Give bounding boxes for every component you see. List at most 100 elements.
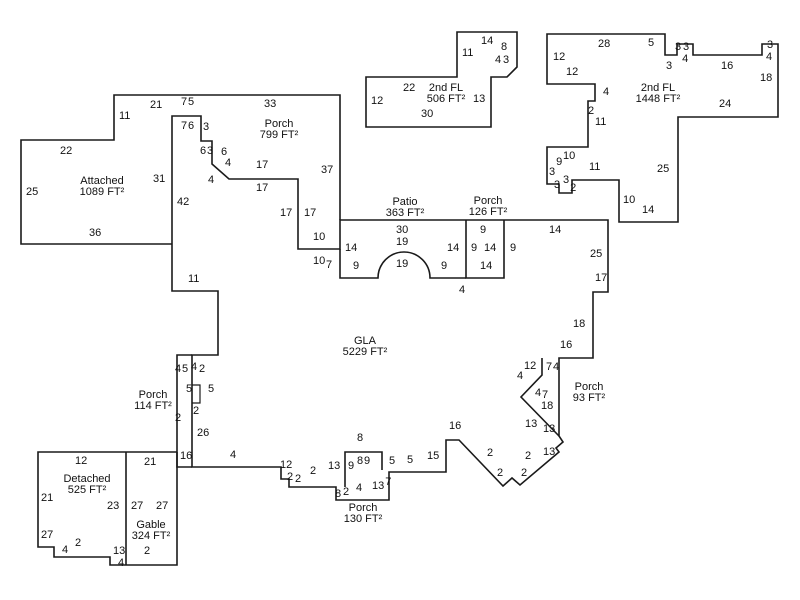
dimension-label: 11 [595, 116, 607, 128]
dimension-label: 7 [542, 389, 549, 401]
dimension-label: 9 [348, 460, 355, 472]
dimension-label: 4 [459, 284, 466, 296]
dimension-label: 4 [495, 54, 502, 66]
porch-130-outline [344, 451, 383, 487]
detached-outline [37, 451, 178, 566]
dimension-label: 18 [541, 400, 554, 412]
dimension-label: 5 [208, 383, 215, 395]
dimension-label: 27 [41, 529, 54, 541]
dimension-label: 24 [719, 98, 732, 110]
dimension-label: 26 [197, 427, 210, 439]
dimension-label: 21 [150, 99, 163, 111]
dimension-label: 17 [595, 272, 608, 284]
dimension-label: 2 [588, 105, 595, 117]
dimension-label: 18 [760, 72, 773, 84]
dimension-label: 17 [256, 159, 269, 171]
dimension-label: 27 [156, 500, 169, 512]
porch-126-outline [465, 220, 505, 279]
dimension-label: 9 [480, 224, 487, 236]
dimension-label: 15 [427, 450, 440, 462]
attached-outline [20, 94, 201, 245]
dimension-label: 18 [573, 318, 586, 330]
dimension-label: 14 [642, 204, 655, 216]
dimension-label: 30 [421, 108, 434, 120]
dimension-label: 16 [721, 60, 734, 72]
dimension-label: 17 [304, 207, 317, 219]
dimension-label: 14 [480, 260, 493, 272]
dimension-label: 22 [403, 82, 416, 94]
dimension-label: 2 [144, 545, 151, 557]
dimension-label: 14 [447, 242, 460, 254]
dimension-label: 7 [181, 96, 188, 108]
dimension-label: 3 [767, 39, 774, 51]
dimension-label: 7 [181, 120, 188, 132]
dimension-label: 13 [525, 418, 538, 430]
dimension-label: 16 [560, 339, 573, 351]
dimension-label: 27 [131, 500, 144, 512]
dimension-label: 3 [554, 179, 561, 191]
dimension-label: 22 [60, 145, 73, 157]
dimension-label: 2 [295, 473, 302, 485]
gla-outline [171, 115, 609, 501]
dimension-label: 12 [566, 66, 579, 78]
dimension-label: 13 [543, 446, 556, 458]
dimension-label: 9 [441, 260, 448, 272]
dimension-label: 3 [563, 174, 570, 186]
dimension-label: 12 [75, 455, 88, 467]
dimension-label: 4 [191, 361, 198, 373]
dimension-label: 4 [62, 544, 69, 556]
dimension-label: 14 [481, 35, 494, 47]
dimension-label: 5 [407, 454, 414, 466]
patio-outline [339, 249, 466, 279]
dimension-label: 2 [521, 467, 528, 479]
dimension-label: 25 [657, 163, 670, 175]
dimension-label: 8 [335, 488, 342, 500]
dimension-label: 7 [546, 361, 553, 373]
dimension-label: 25 [26, 186, 39, 198]
dimension-label: 14 [549, 224, 562, 236]
dimension-label: 2 [343, 486, 350, 498]
dimension-label: 42 [177, 196, 190, 208]
dimension-label: 2 [75, 537, 82, 549]
dimension-label: 4 [356, 482, 363, 494]
dimension-label: 10 [563, 150, 576, 162]
dimension-label: 25 [590, 248, 603, 260]
dimension-label: 2 [287, 471, 294, 483]
dimension-label: 11 [188, 273, 200, 285]
dimension-label: 11 [589, 161, 601, 173]
dimension-label: 30 [396, 224, 409, 236]
dimension-label: 2 [487, 447, 494, 459]
dimension-label: 9 [471, 242, 478, 254]
dimension-label: 2 [525, 450, 532, 462]
dimension-label: 4 [225, 157, 232, 169]
dimension-label: 12 [371, 95, 384, 107]
dimension-label: 4 [553, 361, 560, 373]
dimension-label: 21 [41, 492, 54, 504]
dimension-label: 8 [501, 41, 508, 53]
dimension-label: 17 [256, 182, 269, 194]
dimension-label: 6 [188, 120, 195, 132]
porch-799-outline [201, 94, 341, 220]
dimension-label: 19 [396, 236, 409, 248]
dimension-label: 2 [199, 363, 206, 375]
dimension-label: 13 [113, 545, 126, 557]
dimension-label: 12 [553, 51, 566, 63]
dimension-label: 4 [682, 53, 689, 65]
dimension-label: 14 [484, 242, 497, 254]
dimension-label: 37 [321, 164, 334, 176]
dimension-label: 12 [524, 360, 537, 372]
dimension-label: 5 [648, 37, 655, 49]
dimension-label: 3 [675, 41, 682, 53]
dimension-label: 9 [556, 156, 563, 168]
